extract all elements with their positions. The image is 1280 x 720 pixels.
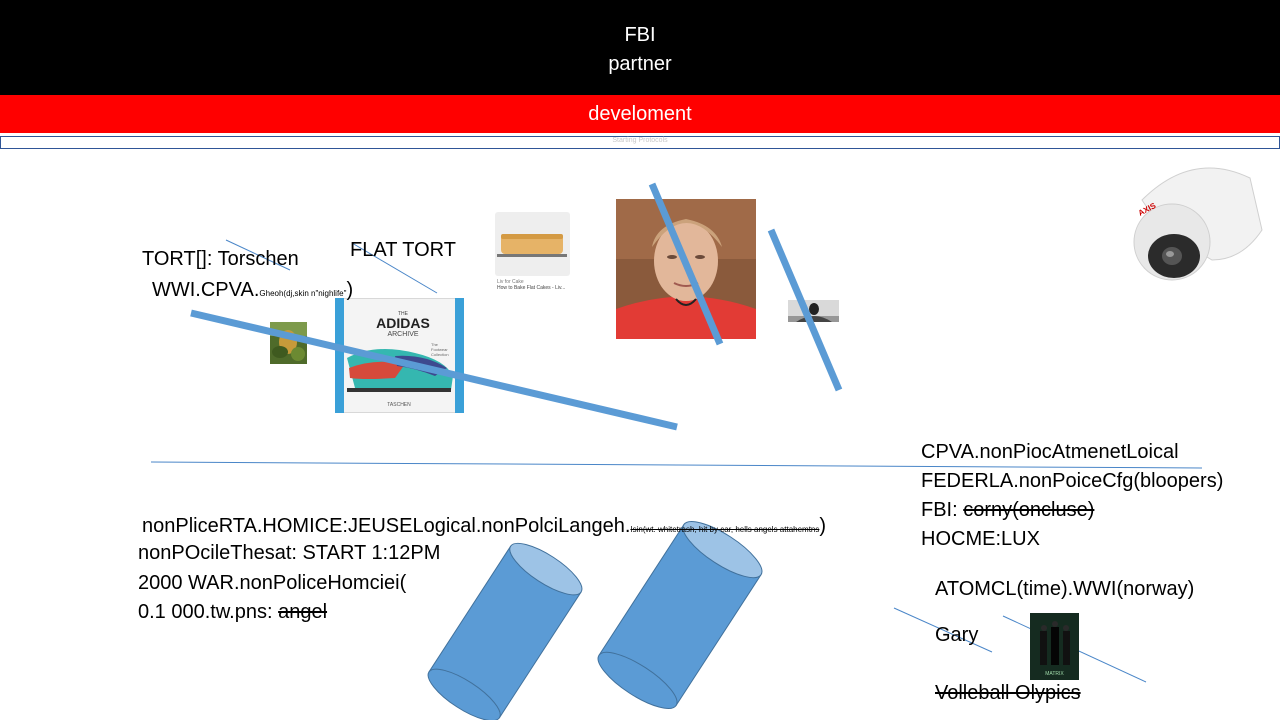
red-banner: develoment [0,95,1280,133]
bottom-left-line-1: nonPliceRTA.HOMICE:JEUSELogical.nonPolci… [142,514,826,542]
thin-line-poster-left [893,607,993,653]
cake-card-title: How to Bake Flat Cakes - Liv... [497,285,566,291]
cylinder-shape-right [597,521,763,709]
book-tag-3: Collection [431,352,449,357]
header-subtitle: partner [608,53,672,75]
thin-line-tort [225,239,291,271]
tort-line: TORT[]: Torschen [142,248,299,270]
right-line-3-strike: corny(oncluse) [963,499,1095,521]
bottom-left-line-3: 2000 WAR.nonPoliceHomciei( [138,572,407,594]
thin-banner: Starting Protocols [0,136,1280,149]
bottom-right-line-1: ATOMCL(time).WWI(norway) [935,578,1195,600]
cake-card: Liv for Cake How to Bake Flat Cakes - Li… [495,212,570,294]
book-tag-1: The [431,342,439,347]
thick-stroke-portrait [648,182,724,346]
bottom-right-line-3: Volleball Olypics [935,682,1081,704]
wwi-line: WWI.CPVA.Gheoh(dj,skin n"nighlife") [152,278,353,306]
thin-horizontal-line [150,461,1203,469]
bottom-right-line-2: Gary [935,624,979,646]
red-banner-label: develoment [588,103,692,125]
wwi-line-end: ) [346,279,354,301]
matrix-poster: MATRIX [1030,613,1079,680]
cylinder-shape-left [427,542,583,720]
right-line-4: HOCME:LUX [921,528,1040,550]
thick-stroke-book [190,309,678,431]
bottom-left-line-1-small: Isin(wt. whitetrash, hit by car, hells a… [630,525,820,534]
thin-line-flat-tort [351,242,438,294]
book-tag-2: Footwear [431,347,448,352]
thin-banner-label: Starting Protocols [612,137,668,144]
wwi-line-small: Gheoh(dj,skin n"nighlife" [259,289,347,298]
right-line-2: FEDERLA.nonPoiceCfg(bloopers) [921,470,1224,492]
right-line-3: FBI: corny(oncluse) [921,498,1094,522]
bottom-left-line-1-main: nonPliceRTA.HOMICE:JEUSELogical.nonPolci… [142,515,631,537]
header-banner: FBI partner [0,0,1280,95]
poster-title: MATRIX [1045,671,1064,677]
bottom-left-line-4: 0.1 000.tw.pns: angel [138,600,327,624]
right-line-1: CPVA.nonPiocAtmenetLoical [921,441,1179,463]
bottom-left-line-4-strike: angel [278,601,328,623]
header-title: FBI [624,24,656,46]
thick-stroke-right [767,228,843,392]
book-publisher: TASCHEN [387,402,411,408]
book-title-small: THE [398,311,409,317]
flat-tort-label: FLAT TORT [350,239,456,261]
bottom-left-line-4-main: 0.1 000.tw.pns: [138,601,279,623]
bottom-left-line-1-end: ) [819,515,827,537]
book-subtitle: ARCHIVE [387,331,418,338]
book-title: ADIDAS [376,315,430,331]
right-line-3-main: FBI: [921,499,964,521]
security-camera-image: AXIS [1122,160,1264,286]
wwi-line-main: WWI.CPVA. [152,279,260,301]
bottom-left-line-2: nonPOcileThesat: START 1:12PM [138,542,441,564]
cake-card-source: Liv for Cake [497,279,524,285]
